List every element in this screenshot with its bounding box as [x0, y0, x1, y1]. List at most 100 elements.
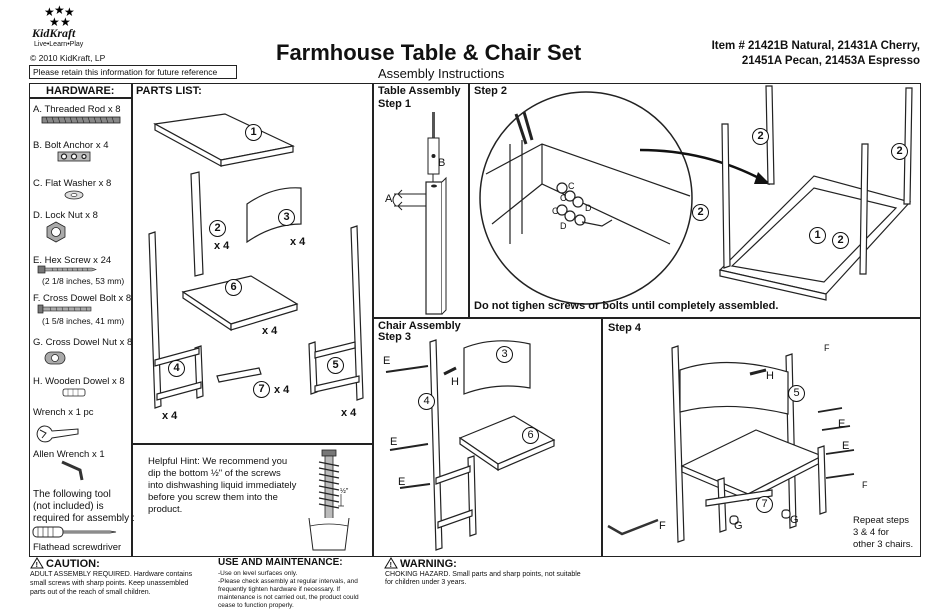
- step1-drawing: [392, 112, 447, 315]
- divider: [131, 443, 372, 445]
- part-5-marker: 5: [327, 357, 344, 374]
- divider: [29, 97, 131, 99]
- hw-cross-dowel-nut: G. Cross Dowel Nut x 8: [33, 337, 133, 348]
- step4-heading: Step 4: [608, 322, 642, 334]
- cross-dowel-nut-icon: [44, 351, 66, 365]
- caution-line-3: parts out of the reach of small children…: [30, 589, 151, 596]
- warning-title: WARNING:: [400, 558, 457, 570]
- step3-heading: Step 3: [378, 331, 412, 343]
- step2-part-2: 2: [752, 128, 769, 145]
- part-3-marker: 3: [278, 209, 295, 226]
- part-2-qty: x 4: [214, 240, 230, 252]
- wrench-icon: [36, 425, 79, 443]
- use-maintenance-title: USE AND MAINTENANCE:: [218, 557, 343, 568]
- divider: [468, 83, 470, 317]
- step3-part-6: 6: [522, 427, 539, 444]
- step3-drawing: [385, 339, 556, 551]
- hw-threaded-rod: A. Threaded Rod x 8: [33, 104, 121, 115]
- repeat-note-3: other 3 chairs.: [853, 539, 914, 550]
- step1-heading: Step 1: [378, 98, 412, 110]
- threaded-rod-icon: [41, 116, 121, 124]
- part-7-marker: 7: [253, 381, 270, 398]
- step4-part-5: 5: [788, 385, 805, 402]
- part-6-qty: x 4: [262, 325, 278, 337]
- hex-screw-icon: [37, 265, 97, 274]
- hw-hex-screw: E. Hex Screw x 24: [33, 255, 112, 266]
- tool-note-2: (not included) is: [33, 501, 104, 512]
- caution-title: CAUTION:: [46, 558, 100, 570]
- divider: [372, 317, 921, 319]
- step3-label-e: E: [383, 355, 391, 367]
- step4-label-g: G: [734, 520, 743, 532]
- bolt-anchor-icon: [57, 151, 91, 162]
- part-6-marker: 6: [225, 279, 242, 296]
- step1-label-a: A: [385, 193, 393, 205]
- step3-part-4: 4: [418, 393, 435, 410]
- step2-label-d: D: [560, 221, 567, 231]
- repeat-note-2: 3 & 4 for: [853, 527, 889, 538]
- brand-name: KidKraft: [32, 26, 76, 40]
- step4-label-f: F: [824, 343, 830, 353]
- cross-dowel-bolt-icon: [37, 304, 92, 314]
- hint-line-2: dip the bottom ½" of the screws: [148, 468, 281, 479]
- main-frame: [29, 83, 921, 557]
- caution-line-1: ADULT ASSEMBLY REQUIRED. Hardware contai…: [30, 571, 193, 578]
- svg-text:!: !: [36, 562, 38, 569]
- tool-note-1: The following tool: [33, 489, 111, 500]
- flat-washer-icon: [64, 190, 84, 200]
- hw-wooden-dowel: H. Wooden Dowel x 8: [33, 376, 125, 387]
- use-line-3: frequently tighten hardware if necessary…: [218, 586, 340, 593]
- step2-drawing: [479, 85, 913, 305]
- use-line-1: -Use on level surfaces only.: [218, 570, 298, 577]
- screw-in-cup-icon: [308, 449, 350, 551]
- parts-heading: PARTS LIST:: [136, 85, 202, 97]
- part-4-marker: 4: [168, 360, 185, 377]
- step2-label-c: C: [560, 193, 567, 203]
- item-numbers-2: 21451A Pecan, 21453A Espresso: [741, 55, 920, 67]
- tool-note-3: required for assembly :: [33, 513, 135, 524]
- allen-wrench-icon: [61, 460, 84, 481]
- step2-label-c: C: [552, 206, 559, 216]
- warning-icon: !: [384, 557, 398, 569]
- use-line-4: maintenance is not carried out, the prod…: [218, 594, 359, 601]
- svg-text:★: ★: [44, 5, 55, 19]
- hw-wrench: Wrench x 1 pc: [33, 407, 94, 418]
- part-3-qty: x 4: [290, 236, 306, 248]
- hint-line-1: Helpful Hint: We recommend you: [148, 456, 288, 467]
- step4-label-h: H: [766, 370, 774, 382]
- table-assembly-heading: Table Assembly: [378, 85, 461, 97]
- step4-label-e: E: [838, 418, 846, 430]
- step3-part-3: 3: [496, 346, 513, 363]
- use-line-2: -Please check assembly at regular interv…: [218, 578, 358, 585]
- parts-drawing: [148, 113, 364, 409]
- caution-warning-icon: !: [30, 557, 44, 569]
- part-4-qty: x 4: [162, 410, 178, 422]
- part-5-qty: x 4: [341, 407, 357, 419]
- step2-part-2: 2: [832, 232, 849, 249]
- screwdriver-icon: [32, 526, 117, 538]
- svg-text:★: ★: [64, 5, 75, 19]
- step4-label-f: F: [659, 520, 666, 532]
- step2-label-c: C: [568, 181, 575, 191]
- divider: [601, 317, 603, 557]
- part-7-qty: x 4: [274, 384, 290, 396]
- stars-icon: ★★★ ★★: [44, 3, 75, 29]
- step3-label-e: E: [390, 436, 398, 448]
- step4-part-7: 7: [756, 496, 773, 513]
- divider: [131, 83, 133, 557]
- hw-allen-wrench: Allen Wrench x 1: [33, 449, 105, 460]
- chair-assembly-heading: Chair Assembly: [378, 320, 461, 332]
- divider: [372, 83, 374, 557]
- hex-screw-size: (2 1/8 inches, 53 mm): [42, 276, 125, 286]
- step2-part-2: 2: [891, 143, 908, 160]
- step4-label-g: G: [790, 514, 799, 526]
- brand-logo: ★★★ ★★ KidKraft Live•Learn•Play: [30, 3, 90, 50]
- svg-text:★: ★: [54, 3, 65, 17]
- step4-label-e: E: [842, 440, 850, 452]
- hardware-heading: HARDWARE:: [46, 85, 115, 97]
- hw-lock-nut: D. Lock Nut x 8: [33, 210, 98, 221]
- item-numbers-1: Item # 21421B Natural, 21431A Cherry,: [711, 40, 920, 52]
- hint-half-inch: ½": [340, 488, 349, 495]
- svg-text:★: ★: [49, 15, 60, 29]
- repeat-note-1: Repeat steps: [853, 515, 909, 526]
